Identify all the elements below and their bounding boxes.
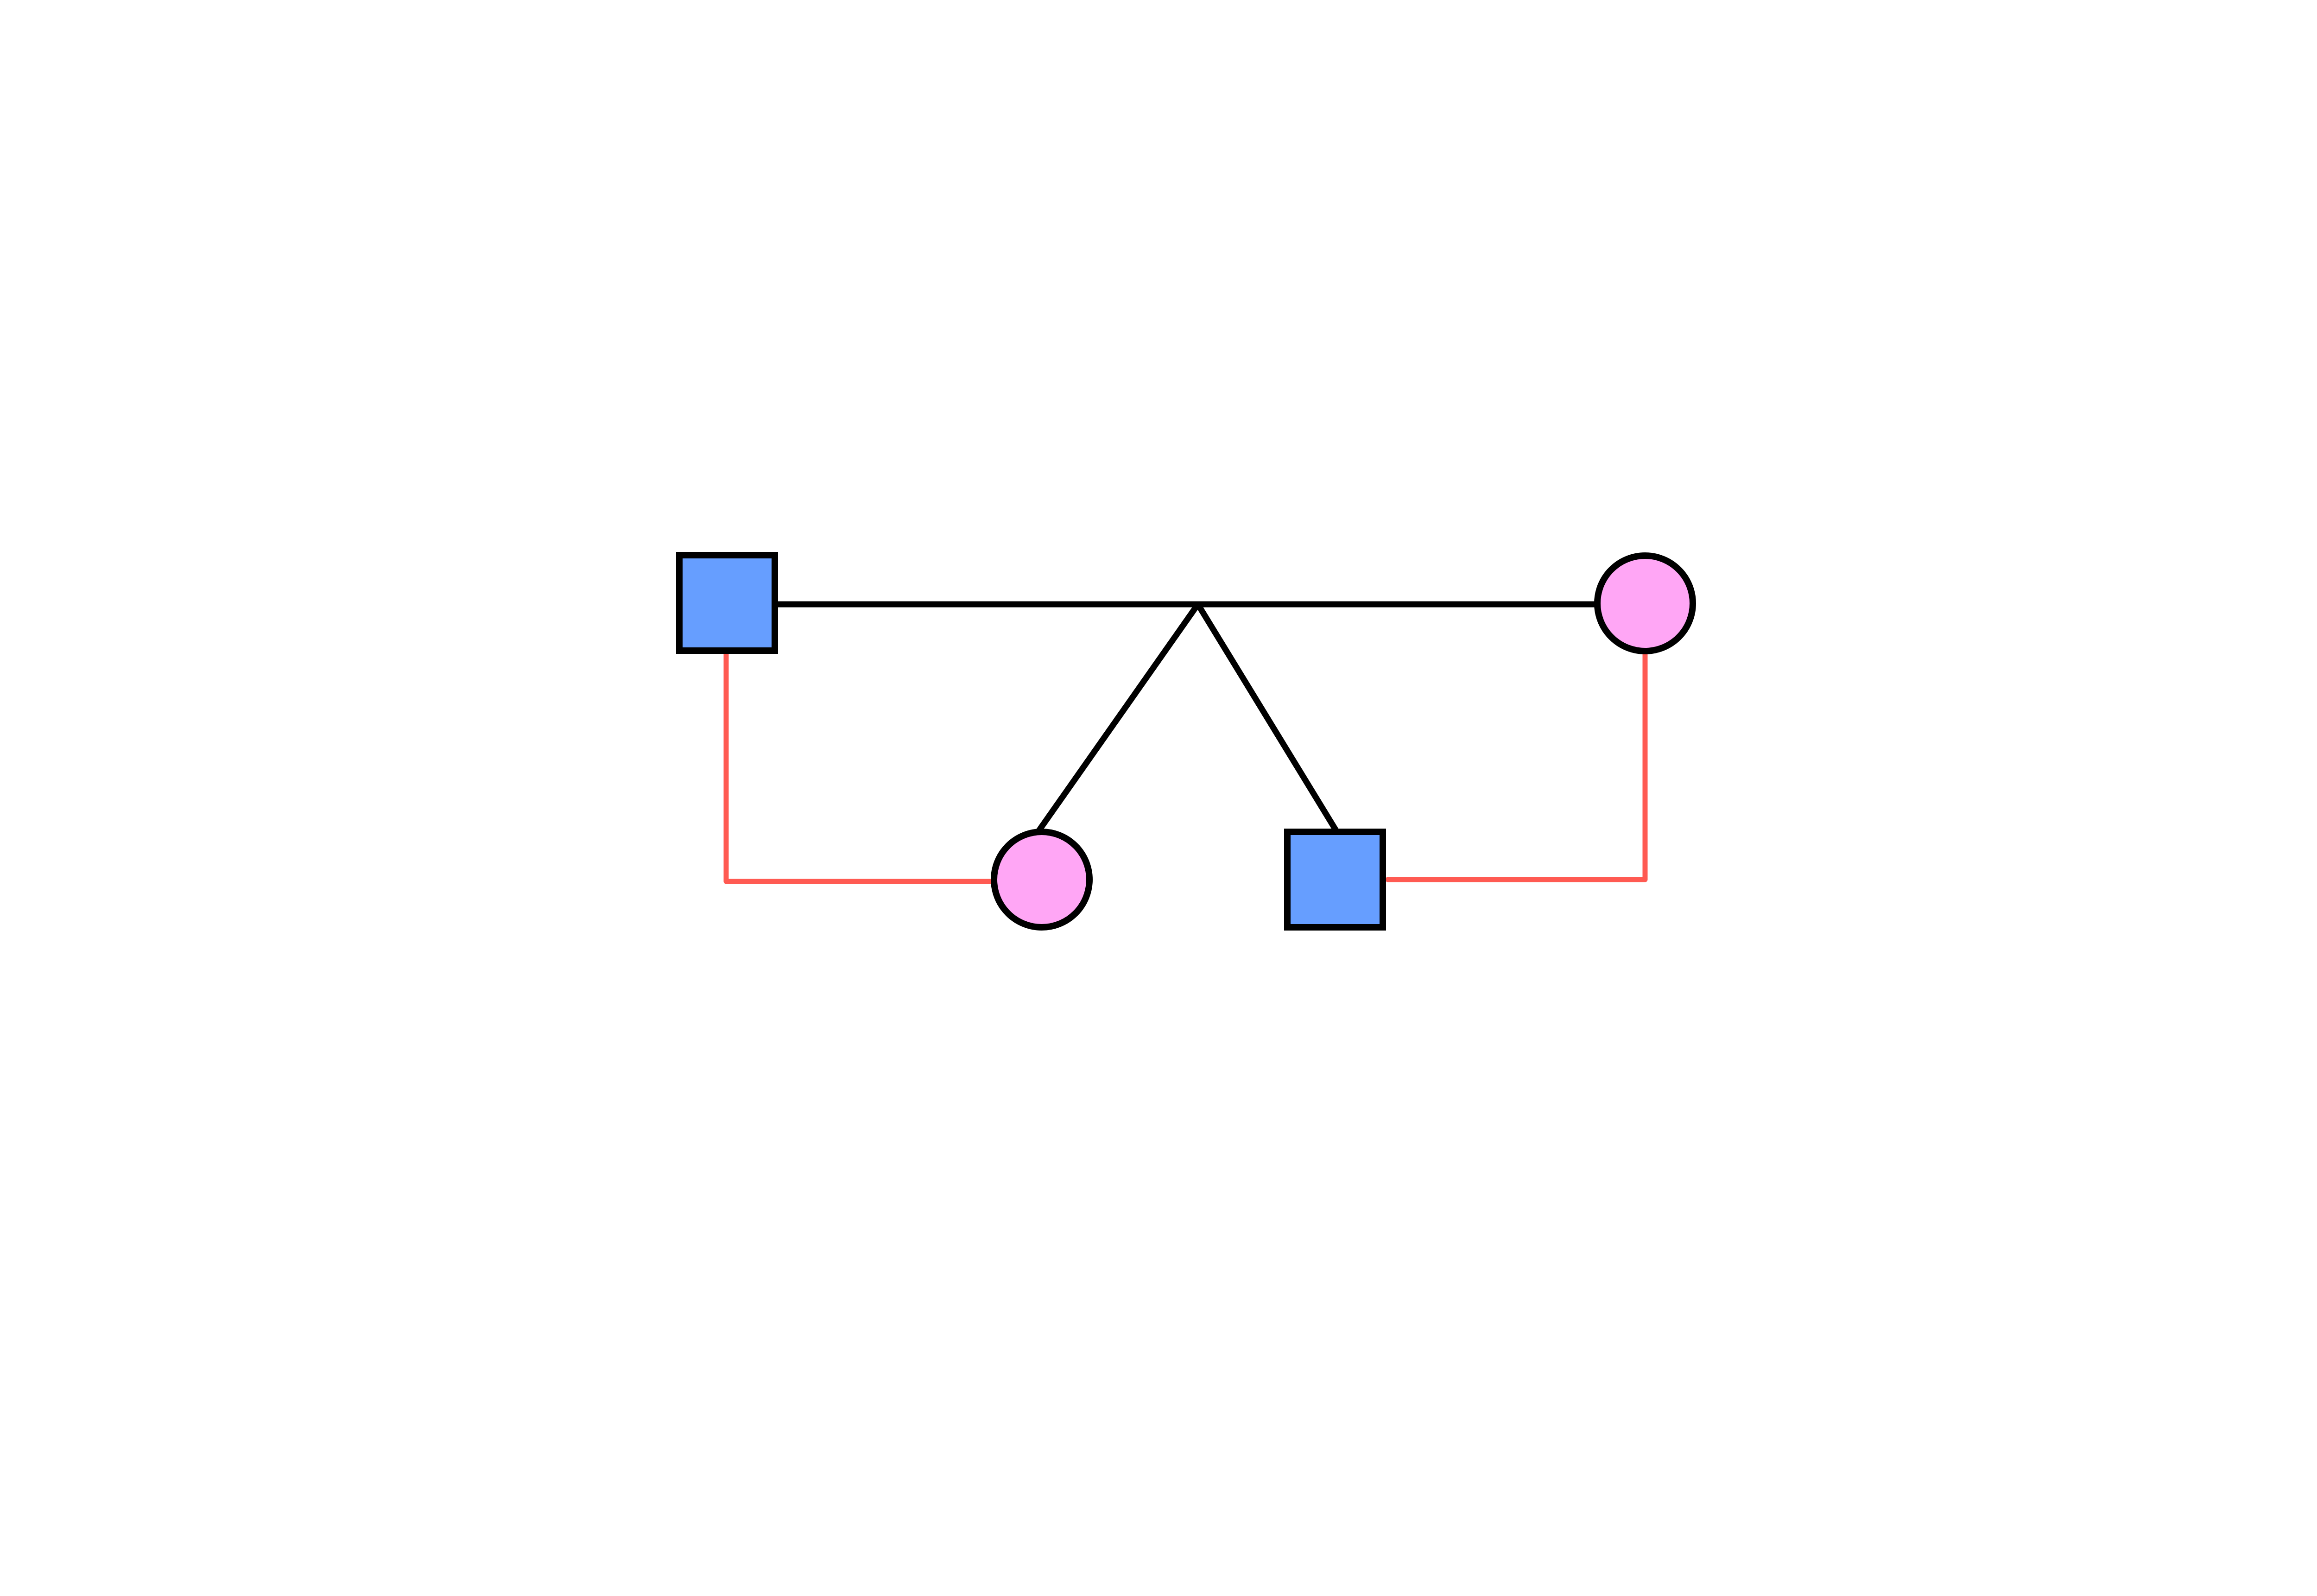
female-symbol-daughter	[991, 829, 1093, 931]
male-symbol-son	[1284, 829, 1386, 931]
descent-line-daughter	[1035, 601, 1201, 835]
descent-line-son	[1195, 601, 1340, 835]
female-symbol-mother	[1594, 552, 1696, 654]
relation-line-father-daughter	[723, 650, 995, 884]
relation-line-mother-son	[1385, 650, 1648, 882]
male-symbol-father	[676, 552, 778, 654]
